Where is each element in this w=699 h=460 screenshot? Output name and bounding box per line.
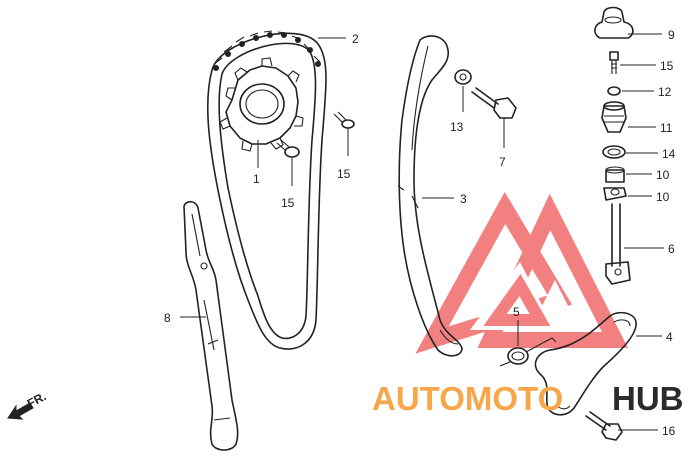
leader-lines: [180, 33, 664, 431]
tensioner-spring-upper: [605, 166, 625, 183]
tensioner-spring-lower: [603, 187, 627, 201]
watermark-text-part1: AUTOMOTO: [372, 380, 563, 417]
callout-5: 5: [513, 305, 520, 319]
callout-6: 6: [668, 242, 675, 256]
tensioner-push-rod: [605, 203, 631, 285]
callout-7: 7: [499, 155, 506, 169]
watermark-text: AUTOMOTO HUB: [372, 380, 684, 417]
callouts: 2 1 15 15 3 13 7 9 15 12 11 14 10 10 6 4…: [164, 28, 676, 438]
tensioner-bolt-small: [609, 51, 619, 74]
callout-16: 16: [662, 424, 676, 438]
tensioner-body: [601, 101, 627, 133]
watermark-text-part2: HUB: [612, 380, 684, 417]
guide-bolt: [471, 87, 517, 119]
washer: [454, 69, 472, 85]
callout-13: 13: [450, 120, 464, 134]
callout-15-right: 15: [660, 59, 674, 73]
callout-2: 2: [352, 32, 359, 46]
callout-10-lower: 10: [656, 190, 670, 204]
cam-sprocket: [219, 57, 304, 152]
watermark-logo-icon: [415, 191, 629, 354]
cam-chain-guide: [397, 35, 463, 357]
callout-11: 11: [660, 121, 673, 135]
cam-chain: [206, 30, 327, 350]
callout-12: 12: [658, 85, 672, 99]
callout-15-upper: 15: [337, 167, 351, 181]
tensioner-arm: [534, 311, 637, 416]
front-direction-arrow-icon: [7, 402, 34, 420]
callout-9: 9: [668, 28, 675, 42]
sprocket-bolt-lower: [276, 139, 300, 158]
sprocket-bolt-upper: [333, 111, 355, 129]
callout-1: 1: [253, 172, 260, 186]
o-ring: [602, 145, 626, 159]
callout-15-lower: 15: [281, 196, 295, 210]
callout-14: 14: [662, 147, 676, 161]
tensioner-spring: [499, 337, 557, 367]
callout-10-upper: 10: [656, 168, 670, 182]
tensioner-washer: [607, 86, 621, 96]
tensioner-arm-bolt: [585, 411, 623, 441]
lower-chain-guide: [183, 200, 239, 451]
tensioner-cap: [594, 6, 634, 39]
callout-4: 4: [666, 330, 673, 344]
callout-8: 8: [164, 311, 171, 325]
callout-3: 3: [460, 192, 467, 206]
